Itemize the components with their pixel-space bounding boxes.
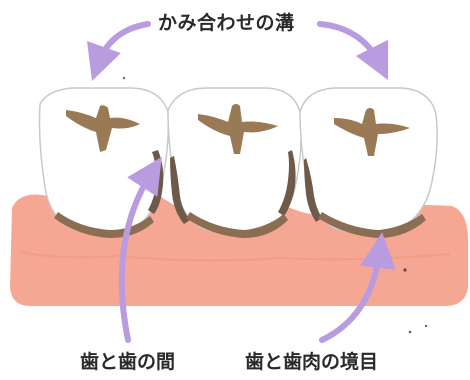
tooth-right (300, 88, 437, 238)
tooth-middle (168, 88, 301, 238)
label-gumline: 歯と歯肉の境目 (245, 347, 378, 374)
arrow-to-left-groove (98, 24, 148, 64)
label-occlusal-grooves: かみ合わせの溝 (158, 8, 295, 35)
speck (403, 268, 406, 271)
speck (425, 325, 427, 327)
arrow-to-right-groove (320, 24, 380, 64)
speck (409, 331, 411, 333)
speck (123, 77, 125, 79)
label-between-teeth: 歯と歯の間 (80, 347, 175, 374)
